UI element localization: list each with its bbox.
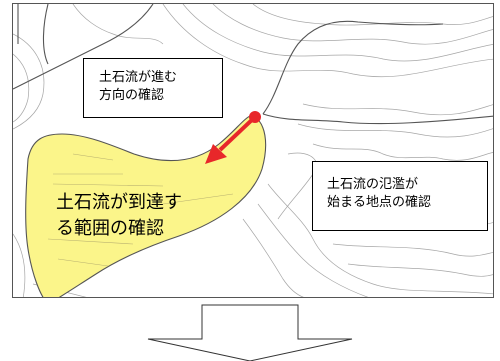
- flow-direction-arrow: [205, 111, 261, 164]
- map-canvas: [13, 4, 493, 297]
- callout-overflow-start: 土石流の氾濫が 始まる地点の確認: [312, 161, 488, 231]
- zone-label-line2: る範囲の確認: [56, 218, 164, 239]
- contour-lines: [13, 4, 493, 297]
- zone-label-line1: 土石流が到達す: [56, 192, 182, 213]
- zone-label: 土石流が到達す る範囲の確認: [56, 190, 182, 242]
- debris-flow-zone: [25, 114, 267, 297]
- callout-flow-direction-line2: 方向の確認: [99, 88, 165, 103]
- callout-overflow-start-line2: 始まる地点の確認: [327, 195, 432, 210]
- roads: [13, 4, 493, 125]
- callout-flow-direction-line1: 土石流が進む: [99, 70, 178, 85]
- topographic-map: [12, 3, 494, 298]
- callout-flow-direction: 土石流が進む 方向の確認: [83, 58, 223, 118]
- zone-texture: [47, 153, 234, 267]
- callout-overflow-start-line1: 土石流の氾濫が: [327, 177, 419, 192]
- overflow-start-point: [249, 111, 261, 123]
